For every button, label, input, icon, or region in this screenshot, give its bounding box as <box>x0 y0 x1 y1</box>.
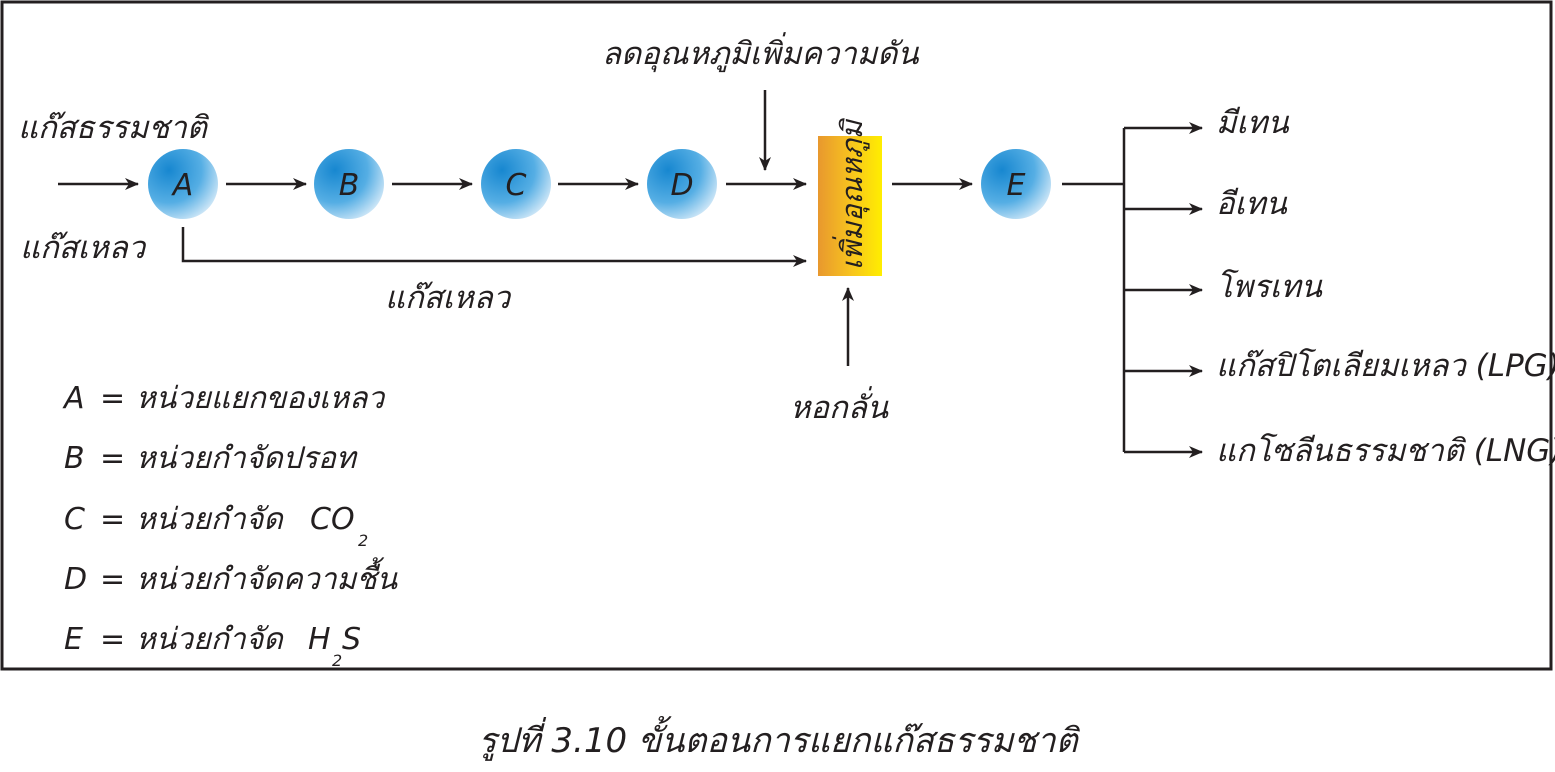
product-lng: แกโซลีนธรรมชาติ (LNG) <box>1216 433 1555 469</box>
figure-caption: รูปที่ 3.10 ขั้นตอนการแยกแก๊สธรรมชาติ <box>478 715 1080 761</box>
legend-equals: = <box>100 502 125 537</box>
node-c: C <box>481 149 551 219</box>
legend-key: A <box>62 381 85 416</box>
node-a-label: A <box>171 168 194 203</box>
legend-text: หน่วยกำจัดความชื้น <box>136 557 399 597</box>
legend-item-a: A = หน่วยแยกของเหลว <box>62 381 386 416</box>
legend-key: E <box>64 622 83 657</box>
legend-item-d: D = หน่วยกำจัดความชื้น <box>64 557 399 597</box>
legend-item-c: C = หน่วยกำจัด CO 2 <box>64 502 368 550</box>
bypass-label: แก๊สเหลว <box>385 280 512 316</box>
heater-box: เพิ่มอุณหภูมิ <box>818 117 882 276</box>
legend-formula: CO <box>310 502 355 537</box>
legend-equals: = <box>100 381 125 416</box>
heater-label: เพิ่มอุณหภูมิ <box>832 117 870 270</box>
product-propane: โพรเทน <box>1216 269 1323 305</box>
node-d-label: D <box>670 168 693 203</box>
node-e-label: E <box>1007 168 1026 203</box>
cooling-label: ลดอุณหภูมิเพิ่มความดัน <box>602 32 919 73</box>
diagram-frame <box>0 0 1553 671</box>
product-methane: มีเทน <box>1216 105 1289 141</box>
legend-text: หน่วยกำจัด <box>136 622 284 657</box>
legend-subscript: 2 <box>358 531 368 550</box>
legend-key: C <box>64 502 85 537</box>
legend-item-b: B = หน่วยกำจัดปรอท <box>64 441 358 476</box>
legend-text: หน่วยกำจัด <box>136 502 284 537</box>
legend-text: หน่วยแยกของเหลว <box>136 381 386 416</box>
node-b: B <box>314 149 384 219</box>
legend-formula: H <box>308 622 331 657</box>
node-c-label: C <box>506 168 527 203</box>
node-e: E <box>981 149 1051 219</box>
legend-equals: = <box>100 622 125 657</box>
input-liquid-gas-label: แก๊สเหลว <box>20 230 147 266</box>
node-a: A <box>148 149 218 219</box>
legend-equals: = <box>100 562 125 597</box>
tower-label: หอกลั่น <box>790 386 889 426</box>
node-d: D <box>647 149 717 219</box>
legend-key: D <box>64 562 87 597</box>
legend-key: B <box>64 441 85 476</box>
input-natural-gas-label: แก๊สธรรมชาติ <box>18 110 210 146</box>
product-lpg: แก๊สปิโตเลียมเหลว (LPG) <box>1216 348 1555 384</box>
legend: A = หน่วยแยกของเหลว B = หน่วยกำจัดปรอท C… <box>62 381 399 670</box>
legend-subscript: 2 <box>332 651 342 670</box>
legend-text: หน่วยกำจัดปรอท <box>136 441 358 476</box>
legend-equals: = <box>100 441 125 476</box>
node-b-label: B <box>339 168 360 203</box>
bypass-arrow <box>181 227 807 267</box>
product-ethane: อีเทน <box>1216 186 1288 222</box>
legend-formula-tail: S <box>342 622 361 657</box>
legend-item-e: E = หน่วยกำจัด H 2 S <box>64 622 361 670</box>
